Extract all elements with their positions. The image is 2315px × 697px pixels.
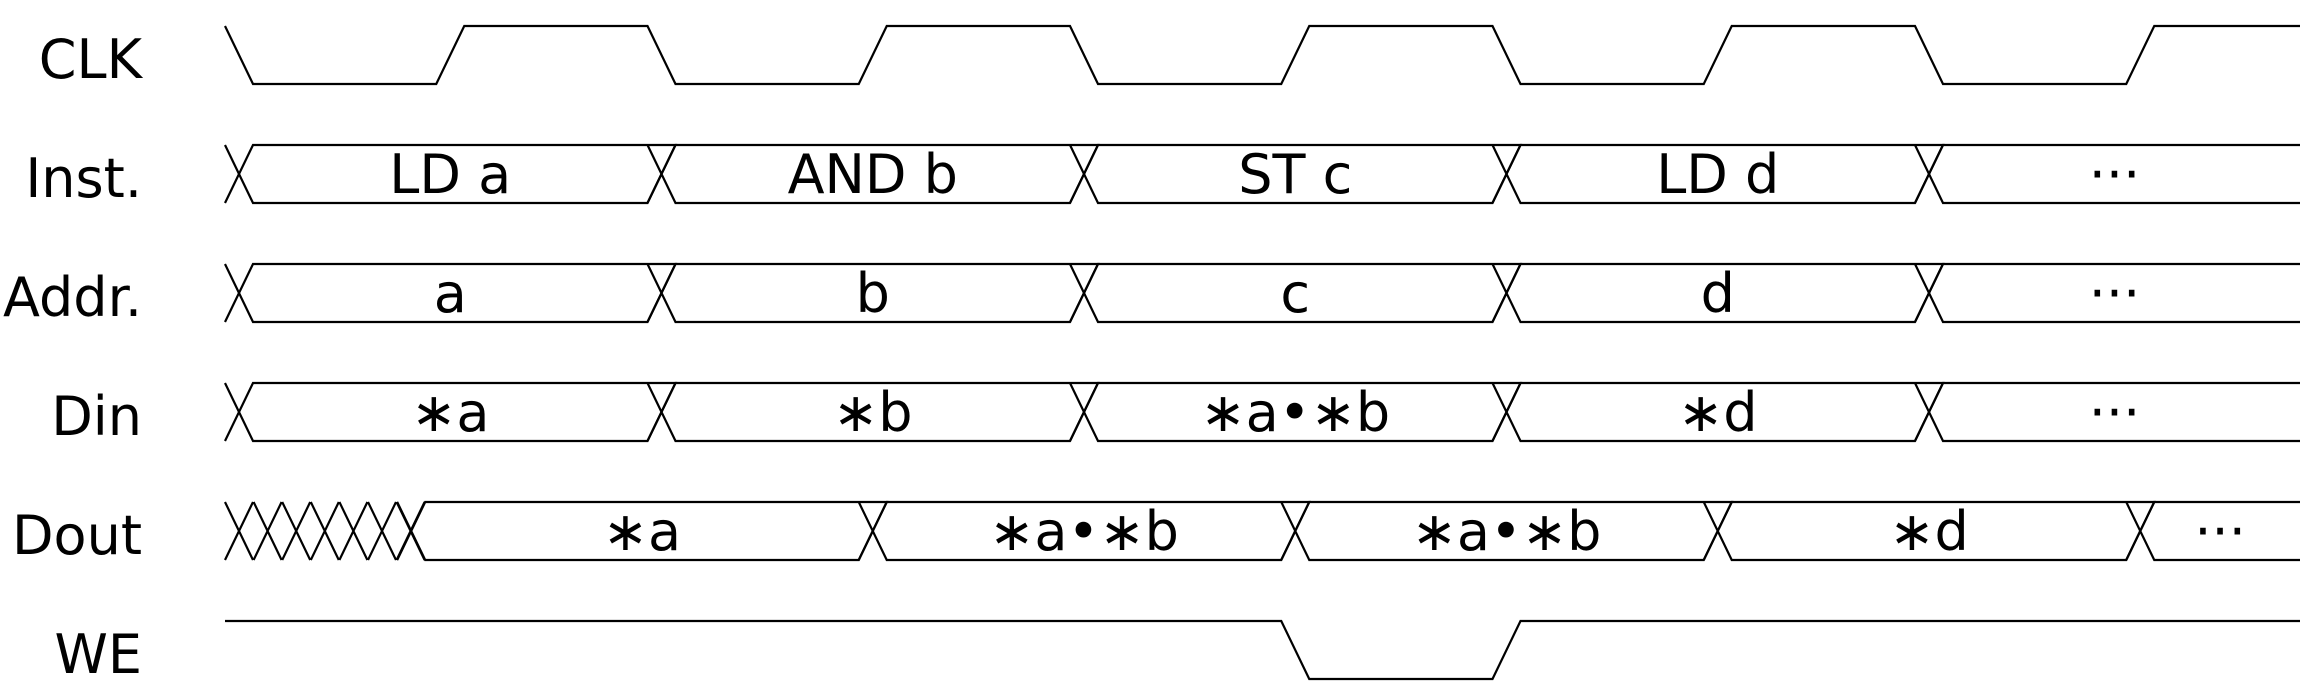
segment-label-inst-3: LD d (1656, 143, 1779, 206)
segment-label-addr-4: ··· (2089, 262, 2141, 325)
segment-label-din-2: ∗a•∗b (1200, 381, 1390, 444)
label-inst: Inst. (25, 147, 142, 210)
segment-label-din-3: ∗d (1678, 381, 1758, 444)
waveforms: LD a AND b ST c LD d ··· a b c d ··· ∗a ∗b ∗a•∗b ∗d ··… (224, 24, 2300, 681)
label-din: Din (51, 385, 142, 448)
waveform-dout-unknown-4 (338, 501, 369, 561)
label-dout: Dout (12, 504, 142, 567)
waveform-dout-unknown-5 (367, 501, 397, 561)
segment-label-inst-0: LD a (389, 143, 511, 206)
waveform-dout-unknown-0 (224, 501, 254, 561)
waveform-din-segment-4 (1914, 381, 2300, 443)
waveform-clk (224, 24, 2300, 86)
waveform-we (225, 619, 2300, 681)
segment-label-addr-2: c (1280, 262, 1310, 325)
waveform-addr-segment-4 (1914, 262, 2300, 324)
signal-labels: CLK Inst. Addr. Din Dout WE (3, 28, 144, 686)
segment-label-addr-0: a (434, 262, 467, 325)
segment-label-dout-2: ∗a•∗b (1412, 500, 1602, 563)
waveform-dout-unknown-3 (309, 501, 340, 561)
segment-label-dout-0: ∗a (603, 500, 681, 563)
segment-label-inst-1: AND b (788, 143, 958, 206)
label-clk: CLK (39, 28, 144, 91)
segment-label-inst-2: ST c (1238, 143, 1352, 206)
segment-label-din-1: ∗b (833, 381, 913, 444)
segment-label-din-4: ··· (2089, 381, 2141, 444)
segment-label-dout-3: ∗d (1889, 500, 1969, 563)
segment-label-addr-3: d (1701, 262, 1735, 325)
segment-label-addr-1: b (856, 262, 890, 325)
waveform-inst-segment-4 (1914, 143, 2300, 205)
segment-label-dout-4: ··· (2194, 500, 2246, 563)
waveform-dout-unknown-1 (252, 501, 283, 561)
segment-label-din-0: ∗a (411, 381, 489, 444)
label-we: WE (54, 623, 142, 686)
waveform-dout-unknown-2 (281, 501, 312, 561)
label-addr: Addr. (3, 266, 142, 329)
segment-label-inst-4: ··· (2089, 143, 2141, 206)
segment-label-dout-1: ∗a•∗b (989, 500, 1179, 563)
waveform-dout-segment-4 (2125, 500, 2300, 562)
